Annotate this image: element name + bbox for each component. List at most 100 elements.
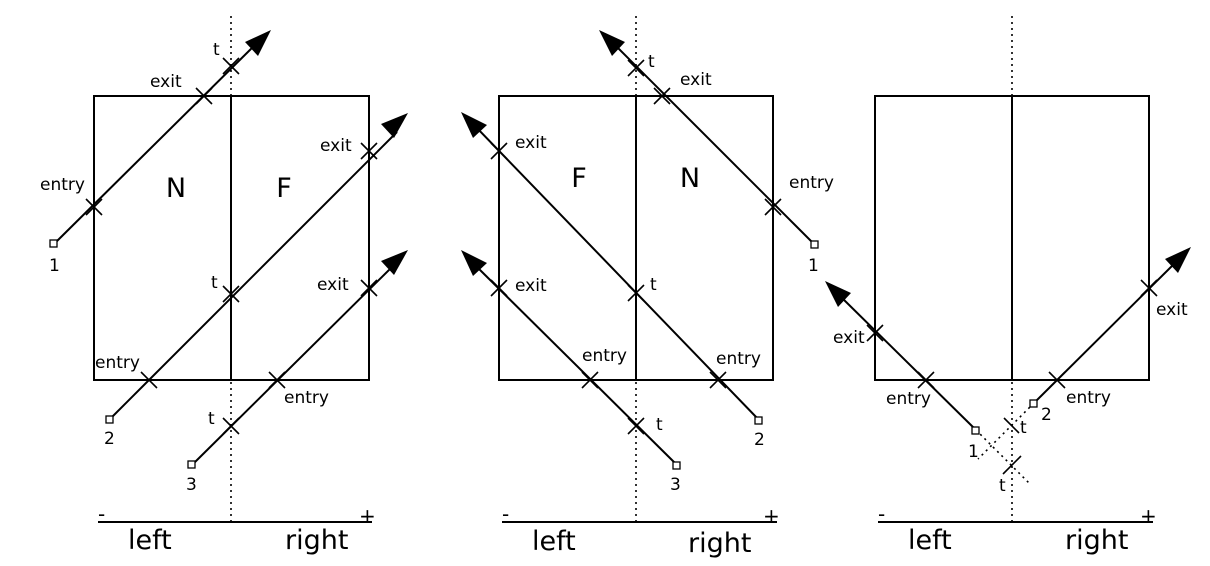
ray-1-line	[838, 294, 977, 431]
axis-left-label-1: left	[128, 525, 172, 556]
ray-3-t-label: t	[656, 415, 663, 435]
ray-2-arrowhead	[381, 113, 408, 138]
ray-1-origin	[810, 240, 819, 249]
ray-1-exit-label: exit	[833, 328, 865, 348]
axis-left-label-3: left	[908, 525, 952, 556]
ray-3-number: 3	[670, 475, 681, 495]
near-child-label: N	[680, 163, 700, 194]
ray-3-entry-label: entry	[284, 388, 329, 408]
ray-1-entry-label: entry	[40, 175, 85, 195]
ray-2-exit-label: exit	[320, 136, 352, 156]
axis-right-label-3: right	[1065, 525, 1128, 556]
ray-1-number: 1	[808, 256, 819, 276]
ray-2-entry-label: entry	[716, 349, 761, 369]
axis-plus-3: +	[1140, 504, 1157, 528]
ray-2-number: 2	[754, 430, 765, 450]
ray-2-number: 2	[1041, 405, 1052, 425]
ray-2-origin	[754, 416, 763, 425]
ray-2-backward-extension	[977, 402, 1035, 460]
ray-1-entry-mark	[917, 371, 935, 389]
ray-2-line	[475, 126, 760, 421]
ray-2-t-label: t	[1020, 418, 1027, 438]
ray-1-exit-mark	[653, 87, 671, 105]
axis-minus-2: -	[502, 502, 509, 526]
ray-1-line	[53, 39, 261, 245]
ray-1-exit-label: exit	[150, 72, 182, 92]
ray-2-number: 2	[104, 429, 115, 449]
ray-3-entry-mark	[581, 371, 599, 389]
ray-2-exit-mark	[490, 142, 508, 160]
ray-3-exit-label: exit	[515, 276, 547, 296]
ray-2-entry-mark	[140, 371, 158, 389]
axis-minus-3: -	[878, 502, 885, 526]
ray-1-number: 1	[968, 442, 979, 462]
ray-2-t-mark	[1003, 417, 1020, 434]
ray-1-arrowhead	[825, 281, 851, 307]
ray-1-entry-label: entry	[886, 389, 931, 409]
ray-1-t-mark	[1002, 455, 1022, 475]
ray-3-t-label: t	[208, 409, 215, 429]
ray-2-entry-label: entry	[1066, 388, 1111, 408]
ray-2-t-mark	[222, 285, 240, 303]
far-child-label: F	[276, 173, 292, 204]
near-child-label: N	[166, 173, 186, 204]
ray-3-t-mark	[222, 417, 240, 435]
ray-1-line	[609, 39, 815, 245]
far-child-label: F	[571, 163, 587, 194]
panel-2: F N entry exit t 1 entry t exit 2 entry …	[461, 16, 834, 559]
ray-2-entry-mark	[709, 371, 727, 389]
ray-2-origin	[105, 415, 114, 424]
ray-1-t-label: t	[648, 52, 655, 72]
panel-3: exit entry 1 t exit entry 2 t - + left r…	[825, 16, 1191, 556]
ray-1-t-mark	[222, 57, 240, 75]
ray-3-entry-label: entry	[582, 346, 627, 366]
ray-1-exit-mark	[866, 324, 884, 342]
ray-1-entry-label: entry	[789, 173, 834, 193]
ray-1-exit-label: exit	[680, 70, 712, 90]
ray-3-number: 3	[186, 475, 197, 495]
ray-3-exit-label: exit	[317, 275, 349, 295]
ray-2-origin	[1029, 399, 1038, 408]
ray-2-exit-mark	[360, 142, 378, 160]
ray-2-arrowhead	[1165, 247, 1191, 273]
ray-3-origin	[187, 460, 196, 469]
ray-3-line	[474, 264, 678, 466]
ray-1-arrowhead	[599, 30, 625, 56]
ray-3-origin	[672, 461, 681, 470]
ray-3-exit-mark	[360, 279, 378, 297]
ray-2-exit-mark	[1140, 279, 1158, 297]
ray-2-t-label: t	[650, 275, 657, 295]
ray-2-exit-label: exit	[515, 133, 547, 153]
ray-3-t-mark	[627, 417, 645, 435]
ray-1-number: 1	[49, 256, 60, 276]
ray-1-t-label: t	[999, 476, 1006, 496]
ray-1-t-mark	[627, 59, 645, 77]
ray-2-t-label: t	[211, 273, 218, 293]
axis-left-label-2: left	[532, 526, 576, 557]
ray-3-exit-mark	[490, 279, 508, 297]
ray-1-exit-mark	[195, 87, 213, 105]
ray-3-entry-mark	[268, 371, 286, 389]
axis-plus-1: +	[359, 504, 376, 528]
ray-1-origin	[971, 426, 980, 435]
ray-2-arrowhead	[461, 112, 487, 138]
ray-2-line	[109, 131, 398, 420]
axis-minus-1: -	[98, 502, 105, 526]
ray-1-entry-mark	[764, 198, 782, 216]
axis-plus-2: +	[763, 504, 780, 528]
ray-3-arrowhead	[381, 250, 408, 275]
ray-2-entry-label: entry	[95, 353, 140, 373]
axis-right-label-2: right	[688, 528, 751, 559]
ray-3-line	[191, 264, 395, 466]
ray-1-backward-extension	[975, 429, 1031, 485]
ray-2-t-mark	[627, 284, 645, 302]
ray-1-origin	[49, 239, 58, 248]
ray-3-arrowhead	[461, 250, 487, 276]
panel-1: N F entry exit t 1 entry t exit 2 entry …	[40, 16, 408, 556]
ray-2-entry-mark	[1048, 371, 1066, 389]
ray-1-arrowhead	[245, 30, 271, 56]
ray-2-exit-label: exit	[1156, 300, 1188, 320]
ray-1-entry-mark	[85, 198, 103, 216]
